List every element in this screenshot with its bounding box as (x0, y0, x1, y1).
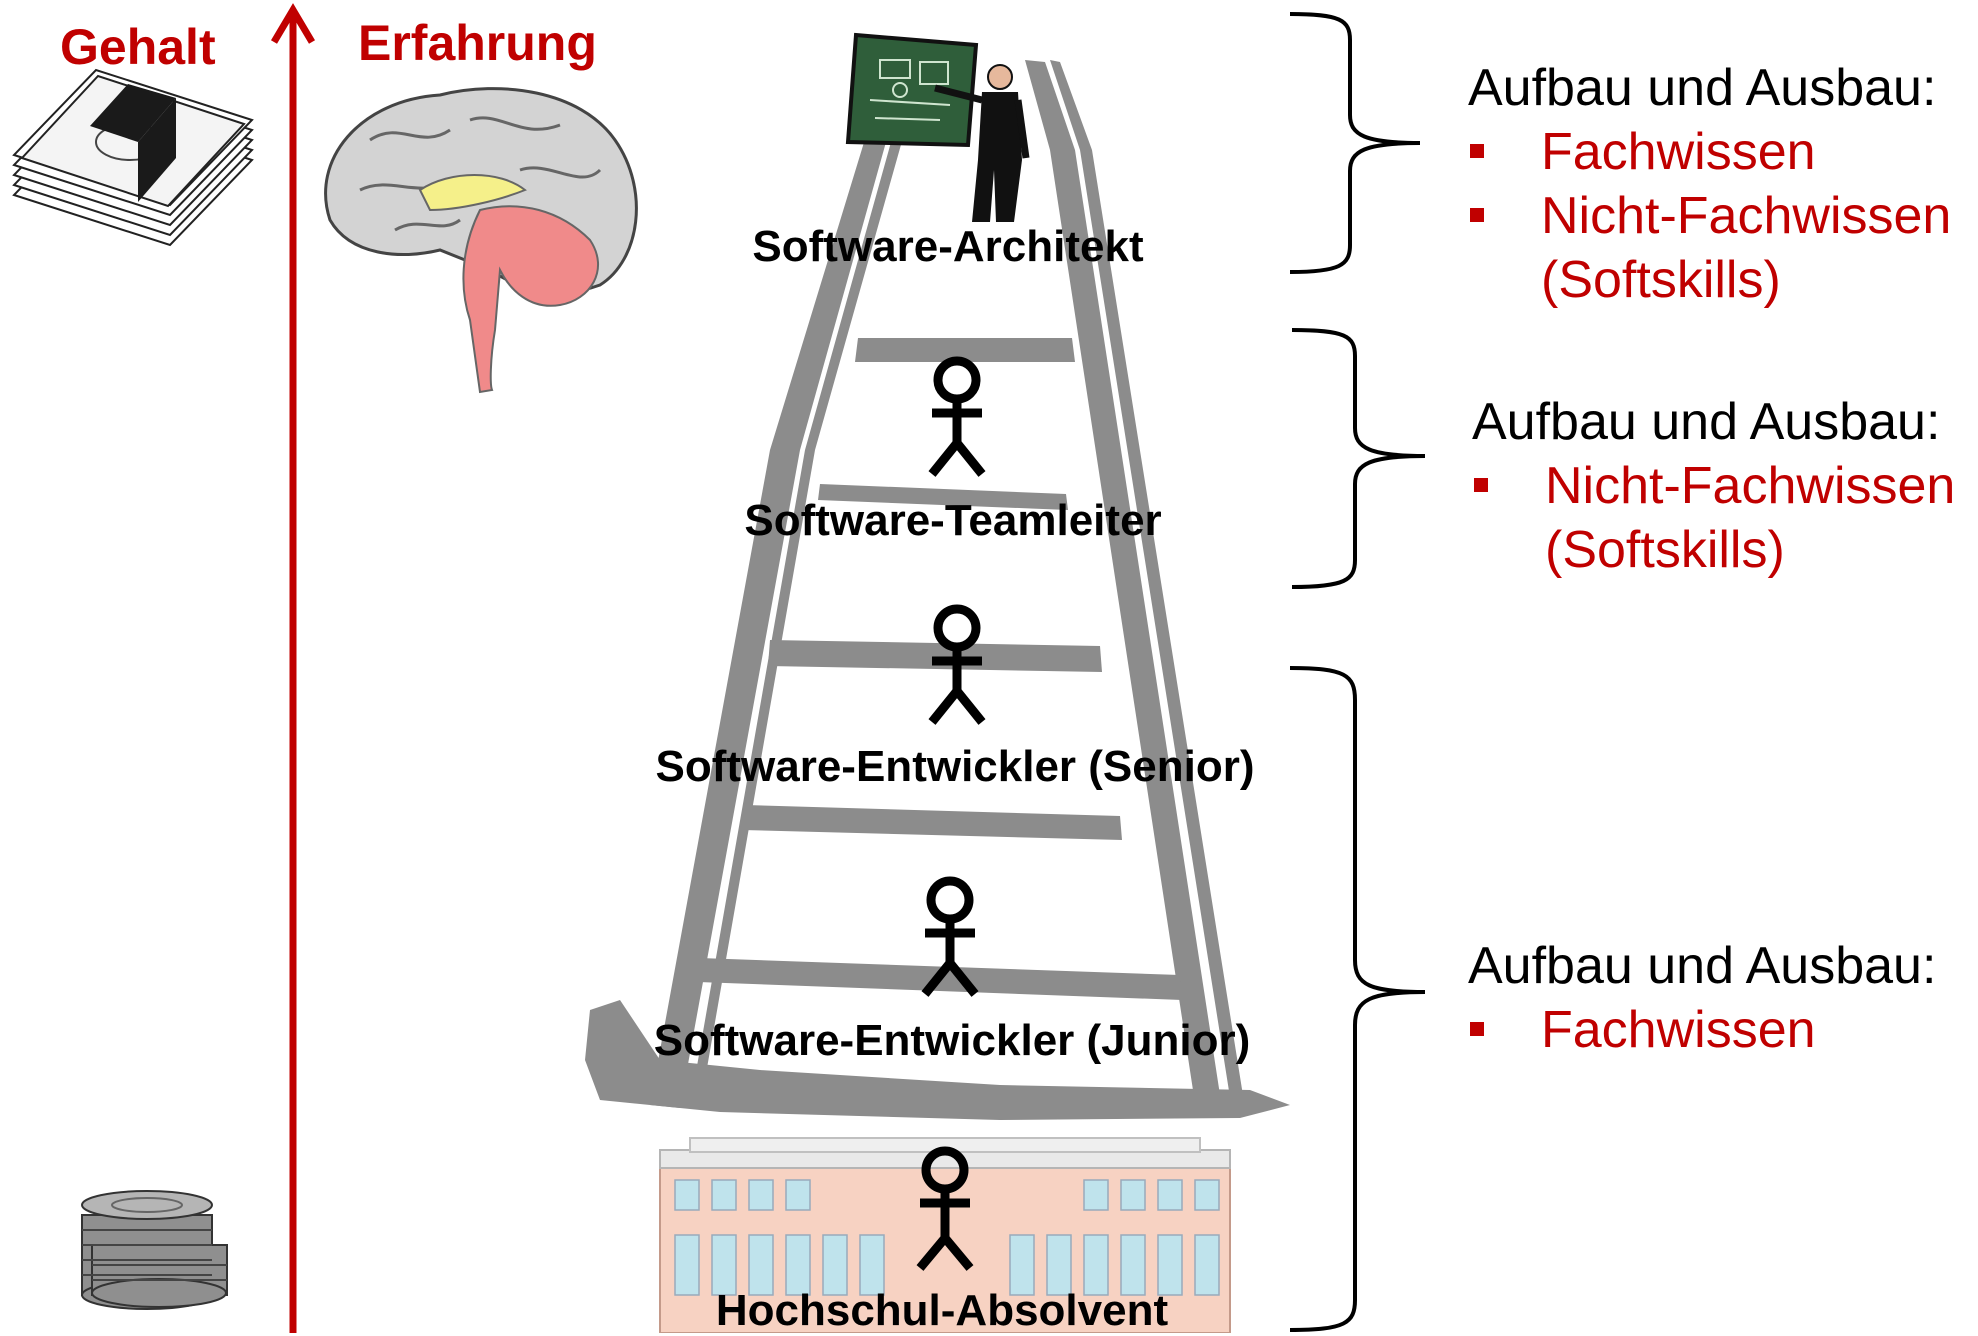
group-heading: Aufbau und Ausbau: (1468, 937, 1937, 995)
ladder (585, 60, 1290, 1120)
stick-figure-icon (928, 356, 986, 477)
group-item: Fachwissen (1468, 120, 1951, 184)
experience-axis-title: Erfahrung (358, 15, 597, 71)
stage-label-junior: Software-Entwickler (Junior) (653, 1016, 1251, 1065)
group-heading: Aufbau und Ausbau: (1472, 393, 1941, 451)
experience-arrow (270, 3, 316, 1333)
money-stack-icon (12, 68, 254, 247)
group-item: Fachwissen (1468, 998, 1936, 1062)
brace (1289, 666, 1426, 1332)
university-building-icon (659, 1137, 1231, 1333)
skills-group-teamleiter: Aufbau und Ausbau: Nicht-Fachwissen (Sof… (1472, 390, 1955, 582)
stick-figure-icon (916, 1146, 974, 1271)
stick-figure-icon (921, 876, 979, 997)
group-item-continuation: (Softskills) (1541, 251, 1781, 309)
group-item: Nicht-Fachwissen (1468, 184, 1951, 248)
salary-axis-title: Gehalt (60, 19, 216, 75)
brace (1289, 12, 1421, 274)
stage-label-teamleiter: Software-Teamleiter (744, 496, 1162, 545)
group-heading: Aufbau und Ausbau: (1468, 59, 1937, 117)
coin-stack-icon (81, 1190, 228, 1310)
group-item: Nicht-Fachwissen (1472, 454, 1955, 518)
skills-group-architect: Aufbau und Ausbau: Fachwissen Nicht-Fach… (1468, 56, 1951, 312)
stage-label-architect: Software-Architekt (752, 222, 1144, 271)
stage-label-graduate: Hochschul-Absolvent (715, 1286, 1169, 1335)
skills-group-developer: Aufbau und Ausbau: Fachwissen (1468, 934, 1936, 1062)
stage-label-senior: Software-Entwickler (Senior) (655, 742, 1255, 791)
brace (1291, 328, 1426, 589)
brain-icon (324, 87, 638, 394)
stick-figure-icon (928, 604, 986, 725)
architect-at-blackboard-icon (845, 32, 1030, 222)
group-item-continuation: (Softskills) (1545, 521, 1785, 579)
